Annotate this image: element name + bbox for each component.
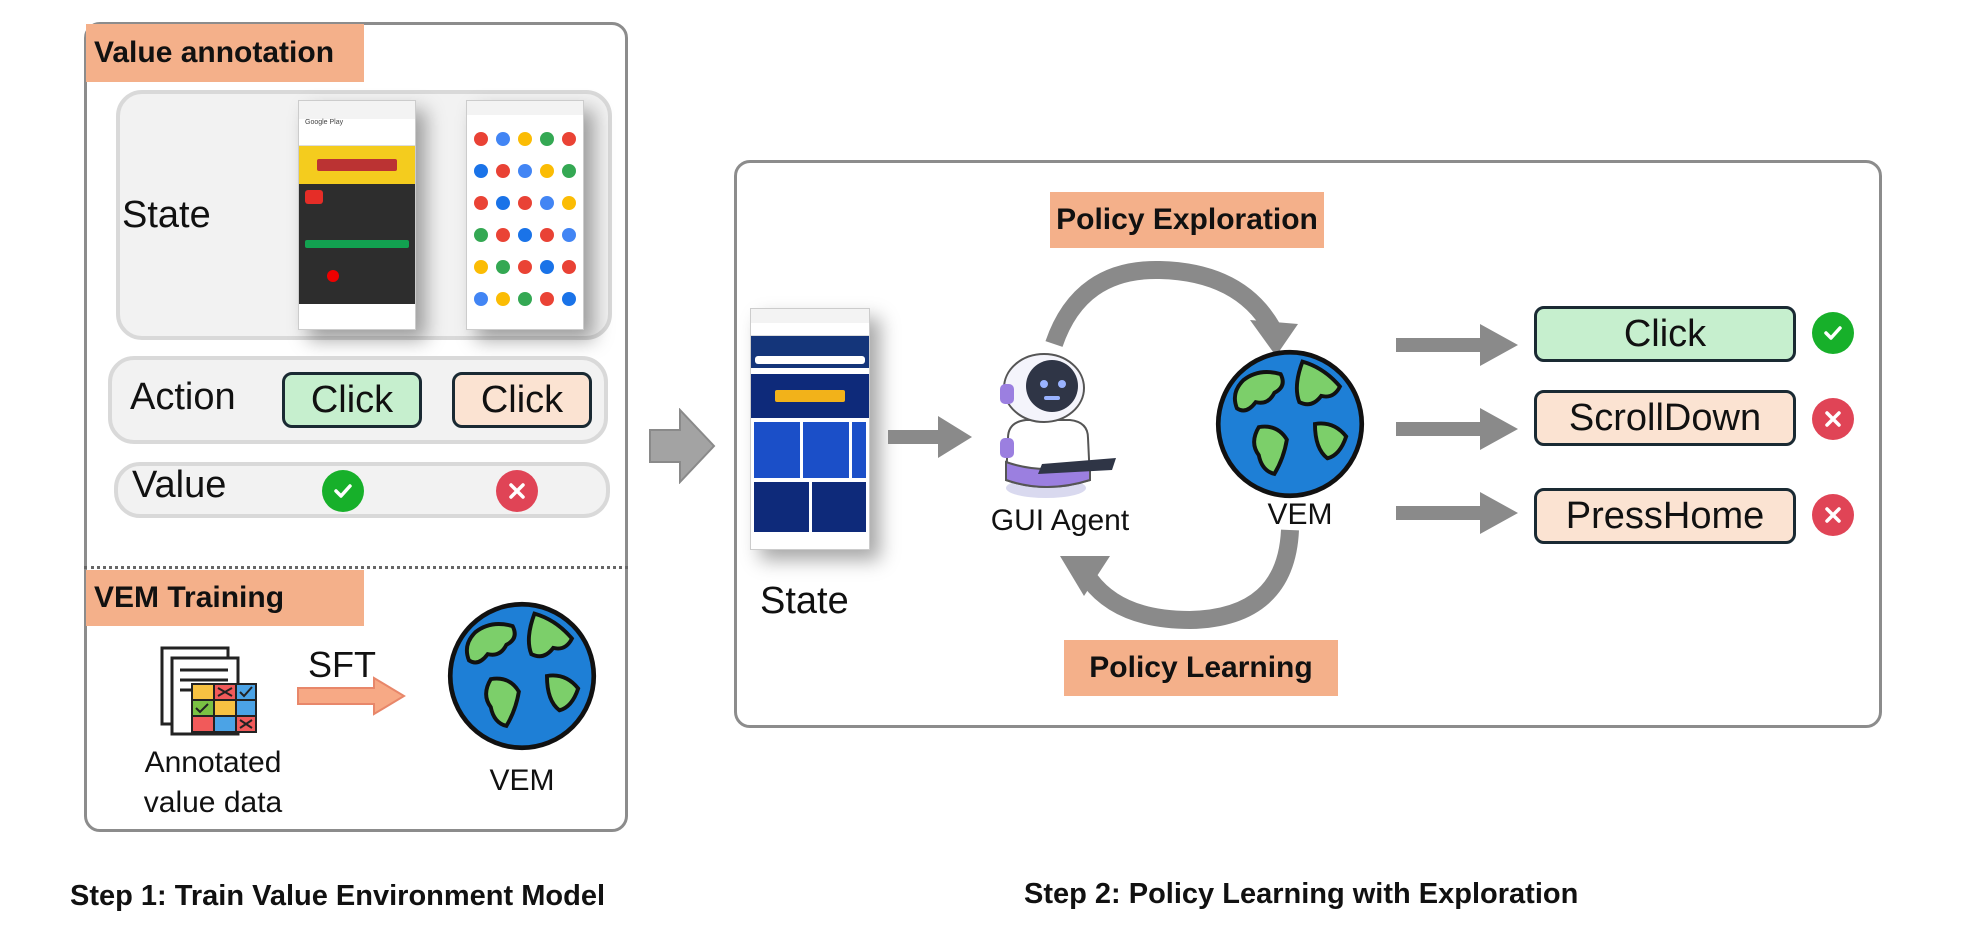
vem-caption-step2: VEM xyxy=(1267,498,1333,531)
cross-icon xyxy=(496,470,538,512)
learning-arrow-icon xyxy=(1060,529,1299,630)
action-click-pill-1: Click xyxy=(282,372,422,428)
annotated-data-icon xyxy=(160,646,257,736)
check-icon xyxy=(322,470,364,512)
output-arrow-icon-3 xyxy=(1396,492,1518,534)
output-arrow-icon-2 xyxy=(1396,408,1518,450)
gui-agent-robot-icon xyxy=(1000,353,1116,498)
sft-label: SFT xyxy=(308,644,376,685)
sft-arrow-icon xyxy=(297,676,406,716)
state-label-step2: State xyxy=(760,580,849,622)
vem-globe-icon xyxy=(447,601,597,751)
state-label: State xyxy=(122,194,211,236)
app-grid-icon xyxy=(467,101,583,306)
output-click-pill: Click xyxy=(1534,306,1796,362)
annotated-caption-2: value data xyxy=(143,786,283,819)
value-annotation-tag: Value annotation xyxy=(86,24,364,82)
state-screenshot-newegg xyxy=(750,308,870,550)
vem-globe-icon-step2 xyxy=(1215,349,1365,499)
cross-icon-output-2 xyxy=(1812,398,1854,440)
action-click-pill-2: Click xyxy=(452,372,592,428)
state-screenshot-2 xyxy=(466,100,584,330)
annotated-caption-1: Annotated xyxy=(144,746,282,779)
step1-caption: Step 1: Train Value Environment Model xyxy=(70,880,605,912)
step2-caption: Step 2: Policy Learning with Exploration xyxy=(1024,878,1579,910)
exploration-arrow-icon xyxy=(1045,260,1298,356)
action-label: Action xyxy=(130,376,236,418)
vem-training-tag: VEM Training xyxy=(86,570,364,626)
cross-icon-output-3 xyxy=(1812,494,1854,536)
policy-exploration-tag: Policy Exploration xyxy=(1050,192,1324,248)
output-presshome-pill: PressHome xyxy=(1534,488,1796,544)
transition-arrow-icon xyxy=(649,408,716,484)
check-icon-output-1 xyxy=(1812,312,1854,354)
policy-learning-tag: Policy Learning xyxy=(1064,640,1338,696)
dotted-divider xyxy=(84,566,628,569)
output-arrow-icon-1 xyxy=(1396,324,1518,366)
vem-caption-step1: VEM xyxy=(489,764,555,797)
state-screenshot-1: Google Play xyxy=(298,100,416,330)
output-scrolldown-pill: ScrollDown xyxy=(1534,390,1796,446)
gui-agent-caption: GUI Agent xyxy=(990,504,1130,537)
value-label: Value xyxy=(132,464,227,506)
state-to-agent-arrow-icon xyxy=(888,416,972,458)
